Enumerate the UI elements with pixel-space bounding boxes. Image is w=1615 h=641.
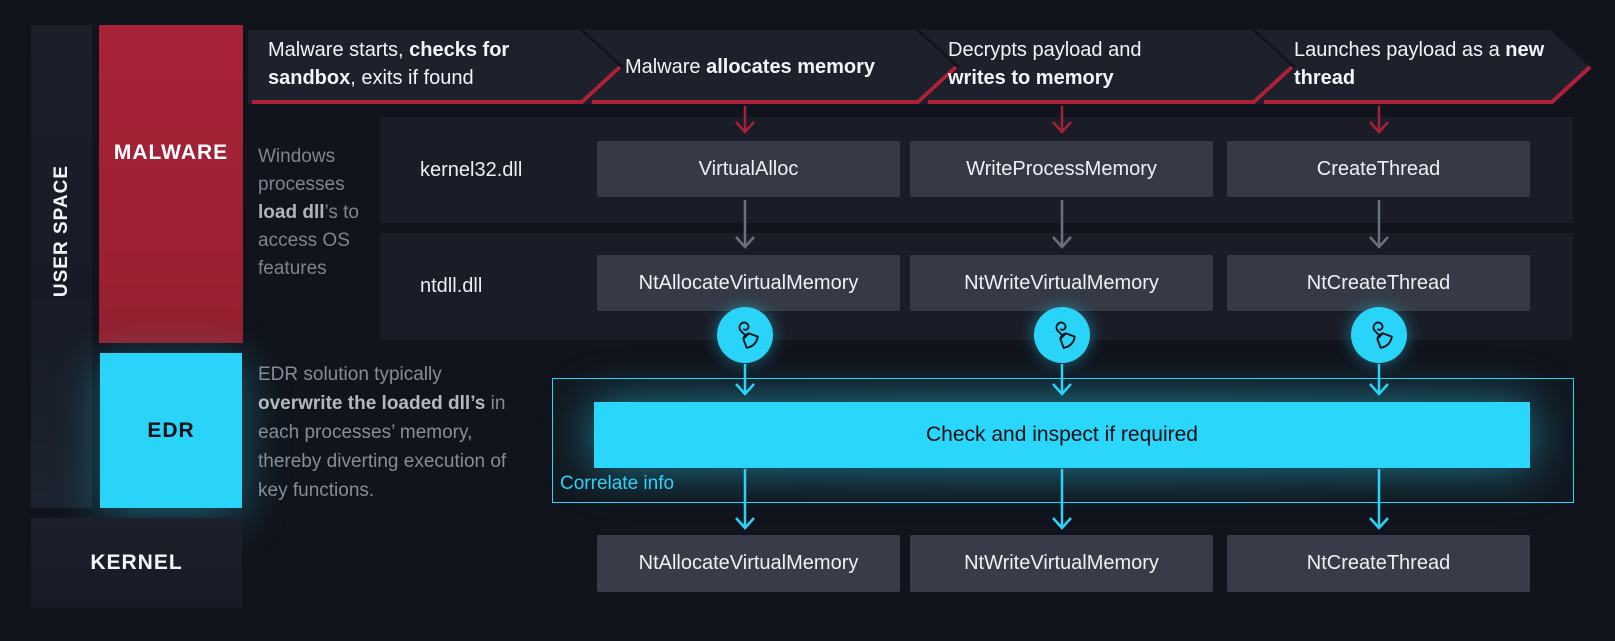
hook-icon — [1372, 321, 1393, 349]
hook-icon — [738, 321, 759, 349]
dll-loading-note: Windows processes load dll’s to access O… — [258, 146, 360, 279]
kernel-box-ntallocatevirtualmemory: NtAllocateVirtualMemory — [597, 535, 900, 592]
api-box-createthread: CreateThread — [1227, 141, 1530, 197]
kernel-box-ntwritevirtualmemory: NtWriteVirtualMemory — [910, 535, 1213, 592]
malware-zone: MALWARE — [99, 25, 243, 343]
api-box-ntallocatevirtualmemory: NtAllocateVirtualMemory — [597, 255, 900, 311]
step-3-text: Decrypts payload and writes to memory — [948, 39, 1142, 89]
ntdll-row-label: ntdll.dll — [420, 275, 483, 297]
kernel-zone: KERNEL — [31, 518, 242, 608]
user-space-zone: USER SPACE — [31, 25, 92, 508]
api-box-ntcreatethread: NtCreateThread — [1227, 255, 1530, 311]
kernel32-row-label: kernel32.dll — [420, 158, 523, 181]
hook-point-3 — [1351, 307, 1407, 363]
api-box-writeprocessmemory: WriteProcessMemory — [910, 141, 1213, 197]
correlate-info-label: Correlate info — [560, 473, 675, 494]
step-4-text: Launches payload as a new thread — [1294, 39, 1545, 89]
edr-overwrite-note: EDR solution typically overwrite the loa… — [258, 364, 507, 501]
hook-icon — [1055, 321, 1076, 349]
api-box-ntwritevirtualmemory: NtWriteVirtualMemory — [910, 255, 1213, 311]
kernel-box-ntcreatethread: NtCreateThread — [1227, 535, 1530, 592]
step-2-text: Malware allocates memory — [624, 56, 876, 78]
api-box-virtualalloc: VirtualAlloc — [597, 141, 900, 197]
hook-point-2 — [1034, 307, 1090, 363]
user-space-label: USER SPACE — [50, 165, 72, 298]
edr-zone: EDR — [100, 353, 242, 508]
malware-label: MALWARE — [113, 141, 229, 164]
check-inspect-box: Check and inspect if required — [594, 402, 1530, 468]
hook-point-1 — [717, 307, 773, 363]
edr-label: EDR — [147, 418, 195, 442]
step-1-text: Malware starts, checks for sandbox, exit… — [268, 39, 510, 89]
kernel-label: KERNEL — [90, 551, 183, 574]
